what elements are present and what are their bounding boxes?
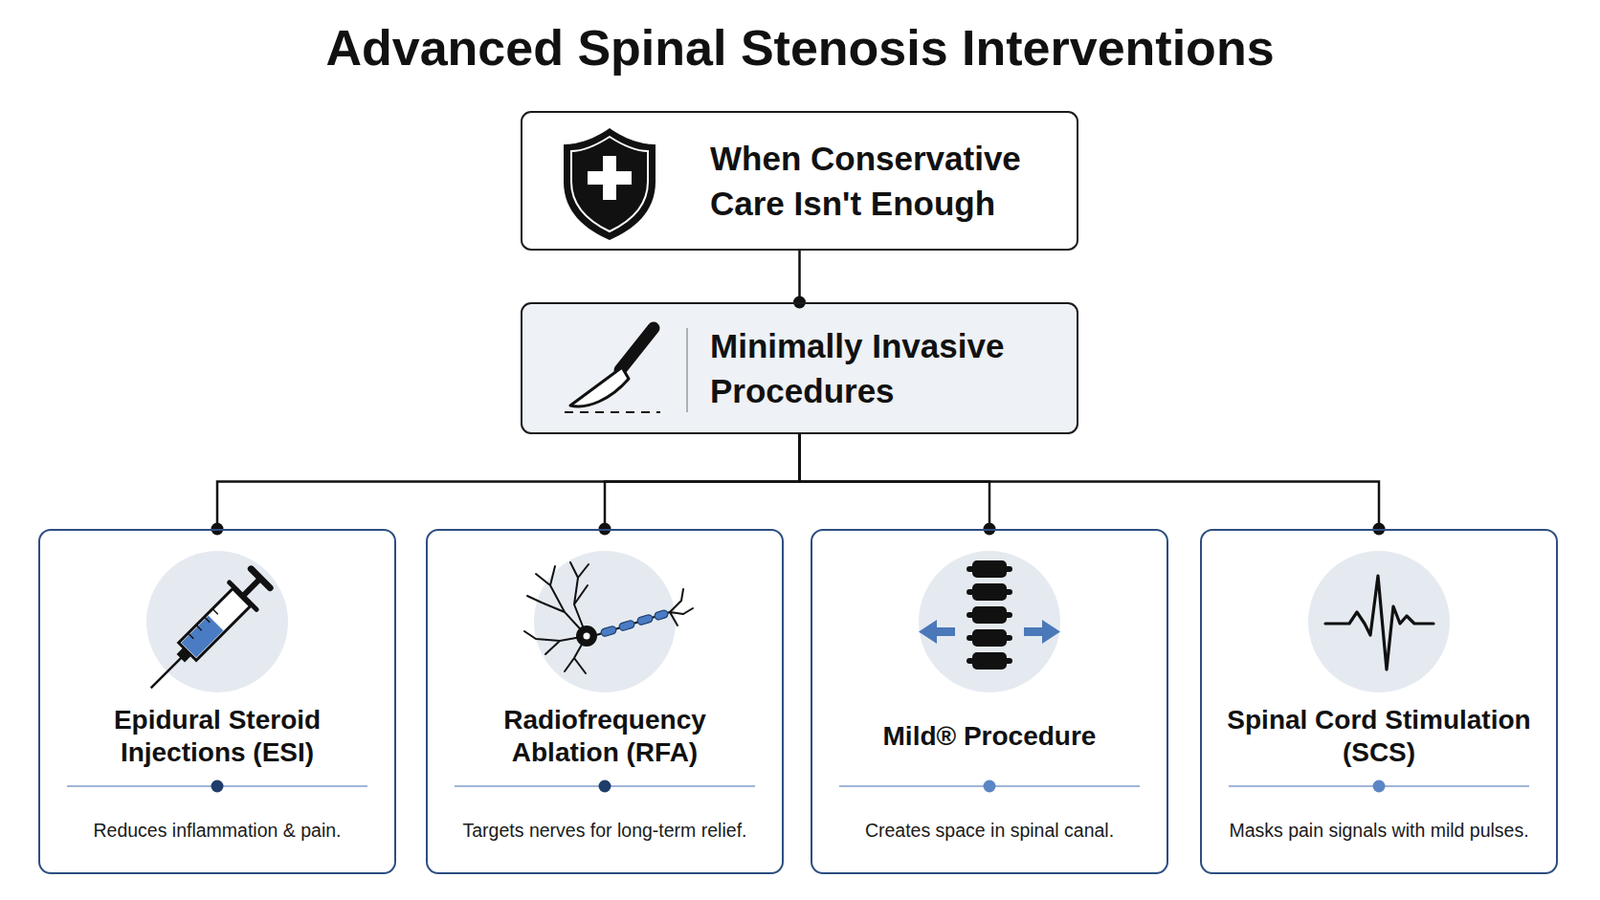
- drawing-part: [966, 566, 1013, 573]
- scale-mark: [204, 617, 211, 623]
- drawing-part: [600, 625, 618, 638]
- scalpel-handle: [620, 328, 654, 371]
- icon-circle: [146, 551, 289, 693]
- expand-arrows: [918, 620, 1061, 645]
- divider-dot: [211, 780, 224, 794]
- shield-rim: [571, 136, 648, 232]
- plunger-thumb: [250, 569, 270, 589]
- procedure-card: Mild® ProcedureCreates space in spinal c…: [810, 529, 1169, 875]
- icon-circle: [918, 551, 1061, 693]
- cut-line: [564, 411, 661, 414]
- process-box: Minimally Invasive Procedures: [520, 302, 1079, 435]
- scalpel-icon: [564, 328, 688, 413]
- drawing-part: [933, 627, 956, 637]
- connector: [800, 434, 997, 536]
- soma: [577, 626, 597, 646]
- drawing-part: [1042, 620, 1061, 645]
- connector-line: [604, 434, 800, 530]
- connector-line: [800, 434, 1380, 530]
- box-label: When Conservative Care Isn't Enough: [710, 135, 1055, 226]
- liquid: [181, 616, 224, 659]
- drawing-part: [636, 614, 654, 626]
- neuron-icon: [524, 562, 693, 674]
- drawing-part: [1023, 627, 1045, 637]
- card-description: Masks pain signals with mild pulses.: [1211, 819, 1547, 843]
- barrel: [178, 588, 251, 661]
- divider-dot: [599, 780, 612, 794]
- procedure-card: Spinal Cord Stimulation (SCS) Masks pain …: [1200, 529, 1558, 875]
- scalpel-blade: [570, 367, 629, 407]
- axon-terminals: [669, 589, 693, 626]
- icon-circle: [1308, 551, 1450, 693]
- divider-dot: [983, 780, 997, 794]
- vertebrae: [966, 560, 1013, 670]
- drawing-part: [966, 589, 1013, 596]
- scale-mark: [196, 625, 202, 632]
- shield-icon: [563, 128, 656, 241]
- process-box: When Conservative Care Isn't Enough: [520, 111, 1079, 251]
- connector: [793, 250, 806, 310]
- spine-icon: [918, 560, 1061, 670]
- cross-bar: [587, 171, 632, 185]
- drawing-part: [918, 620, 937, 645]
- procedure-card: Epidural Steroid Injections (ESI) Reduces…: [38, 529, 397, 875]
- nucleus: [583, 633, 591, 641]
- card-heading: Mild® Procedure: [836, 690, 1143, 783]
- connector: [800, 434, 1386, 536]
- card-heading: Spinal Cord Stimulation (SCS): [1225, 690, 1533, 783]
- drawing-part: [966, 658, 1013, 665]
- card-description: Creates space in spinal canal.: [822, 819, 1157, 843]
- card-dividers: [66, 780, 1530, 794]
- connector: [599, 434, 800, 536]
- connector-line: [798, 250, 801, 303]
- connector: [211, 434, 800, 536]
- drawing-part: [653, 609, 669, 622]
- drawing-part: [966, 612, 1013, 619]
- card-heading: Epidural Steroid Injections (ESI): [64, 690, 371, 783]
- myelin-sheaths: [600, 609, 669, 638]
- box-fill: [521, 303, 1078, 434]
- needle: [151, 657, 183, 689]
- card-description: Targets nerves for long-term relief.: [437, 819, 773, 843]
- drawing-part: [618, 620, 636, 632]
- connector-line: [217, 434, 800, 530]
- scale-mark: [212, 609, 219, 616]
- scale-mark: [188, 633, 195, 640]
- card-description: Reduces inflammation & pain.: [49, 819, 385, 843]
- icon-circle: [533, 551, 676, 693]
- dendrites: [524, 562, 589, 674]
- pulse-icon: [1325, 576, 1434, 670]
- card-heading: Radiofrequency Ablation (RFA): [451, 690, 758, 783]
- diagram-title: Advanced Spinal Stenosis Interventions: [0, 13, 1600, 83]
- divider-dot: [1373, 780, 1386, 794]
- drawing-part: [966, 635, 1013, 642]
- syringe-icon: [137, 565, 275, 703]
- procedure-card: Radiofrequency Ablation (RFA) Targets ner…: [425, 529, 784, 875]
- plunger-rod: [243, 578, 261, 597]
- shield-shape: [563, 128, 656, 241]
- separator-line: [686, 328, 689, 413]
- box-label: Minimally Invasive Procedures: [710, 323, 1055, 414]
